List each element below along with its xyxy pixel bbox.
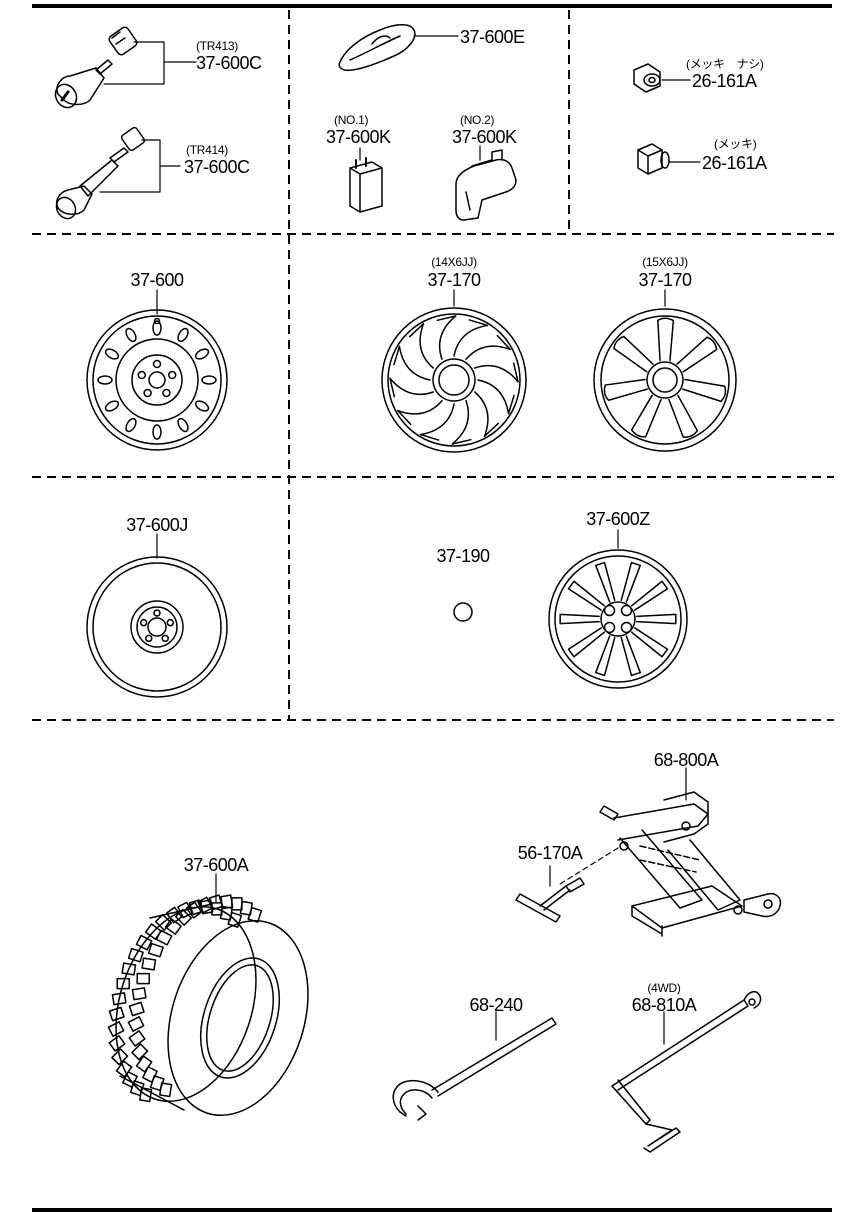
- patch-drawing: [338, 24, 459, 72]
- ornament-number: 37-190: [436, 546, 490, 566]
- steel-wheel-number: 37-600: [130, 270, 184, 290]
- jack-handle-drawing: [392, 1011, 557, 1121]
- nut-plain-number: 26-161A: [692, 71, 757, 91]
- tire-drawing: [107, 873, 309, 1117]
- alloy-wheel-number: 37-600Z: [586, 509, 650, 529]
- nut-plated-note: (メッキ): [714, 137, 757, 151]
- section-dividers: [32, 10, 834, 721]
- wrench-number: 68-810A: [631, 995, 697, 1015]
- valve-tr414-number: 37-600C: [184, 157, 250, 177]
- valve-tr413-drawing: [54, 26, 138, 109]
- tire-number: 37-600A: [183, 855, 249, 875]
- jack-number: 68-800A: [653, 750, 719, 770]
- cover-15-note: (15X6JJ): [642, 255, 688, 269]
- valve-tr414-leader: [99, 139, 181, 193]
- temp-wheel-number: 37-600J: [126, 515, 188, 535]
- valve-tr413-note: (TR413): [196, 39, 238, 53]
- patch-number: 37-600E: [460, 27, 525, 47]
- nut-plain-note: (メッキ ナシ): [686, 57, 764, 71]
- cover-14-note: (14X6JJ): [431, 255, 477, 269]
- steel-wheel-drawing: [86, 289, 228, 451]
- nut-plated-drawing: [637, 143, 701, 175]
- jack-pin-drawing: [515, 865, 585, 923]
- wrench-drawing: [611, 990, 762, 1153]
- nut-plain-drawing: [633, 63, 691, 93]
- temp-wheel-drawing: [86, 533, 228, 698]
- cover-14-number: 37-170: [427, 270, 481, 290]
- alloy-wheel-drawing: [548, 529, 688, 689]
- weight-no2-drawing: [455, 145, 517, 221]
- nut-plated-number: 26-161A: [702, 153, 767, 173]
- weight-no2-number: 37-600K: [452, 127, 517, 147]
- valve-tr414-drawing: [55, 126, 146, 220]
- cover-15-drawing: [593, 289, 737, 452]
- jack-drawing: [559, 767, 782, 937]
- weight-no1-number: 37-600K: [326, 127, 391, 147]
- ornament-drawing: [453, 602, 473, 622]
- cover-14-drawing: [381, 289, 527, 453]
- jack-pin-number: 56-170A: [517, 843, 583, 863]
- valve-tr413-leader: [103, 41, 197, 85]
- jack-handle-number: 68-240: [469, 995, 523, 1015]
- weight-no1-drawing: [349, 147, 383, 213]
- valve-tr414-note: (TR414): [186, 143, 228, 157]
- cover-15-number: 37-170: [638, 270, 692, 290]
- valve-tr413-number: 37-600C: [196, 53, 262, 73]
- weight-no2-note: (NO.2): [460, 113, 495, 127]
- wrench-note: (4WD): [647, 981, 681, 995]
- weight-no1-note: (NO.1): [334, 113, 369, 127]
